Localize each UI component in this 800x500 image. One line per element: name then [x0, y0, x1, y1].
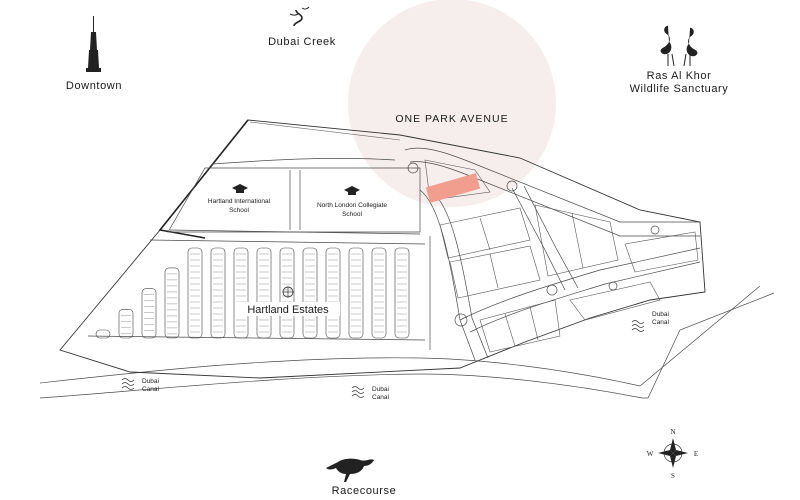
label-canal-2a: Dubai: [372, 386, 389, 393]
compass-n: N: [670, 428, 675, 436]
villa-row: [302, 247, 318, 339]
label-downtown: Downtown: [66, 80, 122, 92]
villa-row: [187, 247, 203, 339]
villa-rows: [95, 247, 410, 339]
label-canal-1b: Canal: [142, 386, 160, 393]
villa-row: [164, 267, 180, 339]
label-project-name: ONE PARK AVENUE: [395, 113, 508, 125]
villa-row: [210, 247, 226, 339]
villa-row: [348, 247, 364, 339]
label-hartland-school-1: Hartland International: [208, 198, 271, 205]
label-racecourse: Racecourse: [332, 485, 397, 497]
canal-wave-icon: [121, 378, 135, 390]
villa-row: [141, 288, 157, 339]
canal-wave-icon: [631, 320, 645, 332]
graduation-cap-icon: [232, 184, 248, 193]
compass-s: S: [671, 472, 675, 480]
villa-row: [118, 308, 134, 339]
label-ras-al-khor-2: Wildlife Sanctuary: [630, 83, 729, 95]
label-hartland-school-2: School: [229, 207, 249, 214]
burj-khalifa-icon: [86, 16, 101, 72]
project-plot-highlight[interactable]: [425, 173, 481, 203]
flamingo-icon: [660, 25, 698, 67]
graduation-cap-icon: [344, 186, 360, 195]
estates-roads: [87, 236, 431, 350]
villa-row: [279, 247, 295, 339]
villa-row: [394, 247, 410, 339]
compass-w: W: [647, 450, 654, 458]
label-ras-al-khor-1: Ras Al Khor: [647, 70, 712, 82]
villa-row: [95, 329, 111, 339]
label-north-london-school-1: North London Collegiate: [317, 202, 387, 209]
creek-icon: [289, 6, 310, 27]
canal-road: [39, 285, 775, 399]
compass-icon: [658, 438, 688, 468]
compass-e: E: [694, 450, 698, 458]
label-canal-3b: Canal: [652, 319, 670, 326]
label-canal-3a: Dubai: [652, 311, 669, 318]
school-block: [167, 157, 421, 235]
horse-icon: [326, 458, 374, 482]
project-radius-circle: [348, 0, 556, 207]
label-canal-2b: Canal: [372, 394, 390, 401]
villa-row: [371, 247, 387, 339]
villa-row: [233, 247, 249, 339]
label-canal-1a: Dubai: [142, 378, 159, 385]
label-district-name: Hartland Estates: [247, 304, 329, 316]
estates-crest-icon: [282, 286, 294, 298]
project-plots: [424, 159, 699, 353]
label-dubai-creek: Dubai Creek: [268, 36, 336, 48]
villa-row: [256, 247, 272, 339]
canal-wave-icon: [351, 386, 365, 398]
label-north-london-school-2: School: [342, 211, 362, 218]
villa-row: [325, 247, 341, 339]
masterplan-outline: [59, 119, 706, 379]
